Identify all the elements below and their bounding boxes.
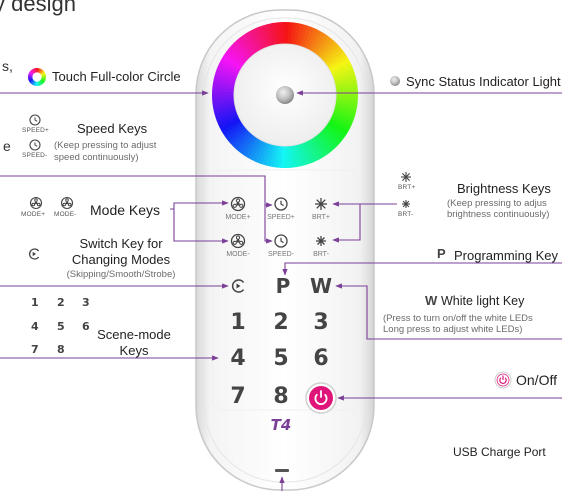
speed-keys-title: Speed Keys	[77, 121, 148, 136]
brightness-keys-note: (Keep pressing to adjus	[447, 198, 547, 209]
programming-legend-letter: P	[437, 246, 446, 261]
scene-keys-title: Keys	[119, 343, 149, 358]
white-key-title: White light Key	[441, 294, 525, 308]
scene-key-4[interactable]: 4	[230, 346, 246, 371]
scene-key-7[interactable]: 7	[230, 384, 246, 409]
brt-minus-label: BRT-	[313, 251, 329, 258]
scene-legend-digit: 2	[57, 296, 65, 309]
brt-legend-minus-icon	[402, 200, 410, 208]
header-fragment: s,	[2, 58, 13, 74]
mode-minus-icon[interactable]	[230, 233, 246, 249]
sync-legend-icon	[390, 76, 400, 86]
switch-key-note: (Skipping/Smooth/Strobe)	[66, 269, 176, 280]
white-key-note: Long press to adjust white LEDs)	[383, 324, 523, 335]
brt-plus-icon[interactable]	[315, 198, 327, 210]
switch-key-title: Switch Key for	[79, 236, 163, 251]
mode-legend-minus-label: MODE-	[54, 211, 77, 218]
speed-keys-note: speed continuously)	[54, 152, 139, 163]
scene-key-1[interactable]: 1	[230, 310, 246, 335]
white-key-note: (Press to turn on/off the white LEDs	[383, 313, 533, 324]
sync-indicator-light	[276, 86, 294, 104]
mode-keys-title: Mode Keys	[90, 202, 161, 218]
scene-keys-title: Scene-mode	[97, 327, 171, 342]
brightness-keys-title: Brightness Keys	[457, 181, 551, 196]
brt-minus-icon[interactable]	[316, 236, 326, 246]
scene-key-6[interactable]: 6	[313, 346, 329, 371]
switch-key-title: Changing Modes	[71, 252, 171, 267]
speed-legend-minus-icon	[29, 139, 41, 151]
scene-legend-digit: 7	[31, 343, 39, 356]
white-key[interactable]: W	[309, 274, 333, 298]
brt-legend-plus-label: BRT+	[398, 184, 416, 191]
speed-keys-note: (Keep pressing to adjust	[54, 140, 157, 151]
speed-minus-icon[interactable]	[274, 234, 288, 248]
programming-key[interactable]: P	[275, 274, 291, 298]
scene-legend-digit: 5	[57, 320, 65, 333]
onoff-label: On/Off	[516, 372, 557, 388]
switch-legend-icon	[28, 248, 40, 260]
scene-legend-digit: 6	[82, 320, 90, 333]
brt-plus-label: BRT+	[312, 214, 330, 221]
speed-minus-label: SPEED-	[267, 251, 295, 258]
onoff-legend-icon	[494, 371, 512, 389]
callout-lines	[0, 90, 562, 491]
header-fragment: e	[3, 138, 11, 154]
brightness-keys-note: brightness continuously)	[447, 209, 550, 220]
speed-plus-icon[interactable]	[274, 197, 288, 211]
scene-key-8[interactable]: 8	[273, 384, 289, 409]
scene-key-2[interactable]: 2	[273, 310, 289, 335]
switch-key-icon[interactable]	[231, 279, 245, 293]
programming-key-title: Programming Key	[454, 248, 559, 263]
mode-plus-icon[interactable]	[230, 196, 246, 212]
scene-legend-digit: 8	[57, 343, 65, 356]
mode-legend-plus-icon	[29, 196, 43, 210]
usb-port	[275, 469, 289, 472]
scene-legend-digit: 4	[31, 320, 39, 333]
sync-light-label: Sync Status Indicator Light	[406, 74, 561, 89]
model-logo: T4	[270, 416, 292, 434]
speed-legend-plus-label: SPEED+	[22, 127, 50, 134]
mode-plus-label: MODE+	[225, 214, 251, 221]
power-button[interactable]	[305, 382, 337, 414]
scene-legend-digit: 3	[82, 296, 90, 309]
brt-legend-minus-label: BRT-	[398, 211, 414, 218]
usb-port-label: USB Charge Port	[453, 445, 546, 459]
touch-circle-label: Touch Full-color Circle	[52, 69, 181, 84]
touch-circle-legend-icon	[28, 68, 46, 86]
speed-legend-plus-icon	[29, 114, 41, 126]
color-wheel[interactable]	[211, 21, 358, 168]
speed-plus-label: SPEED+	[267, 214, 295, 221]
header-fragment: y design	[0, 0, 76, 16]
mode-minus-label: MODE-	[226, 251, 250, 258]
mode-legend-minus-icon	[60, 196, 74, 210]
brt-legend-plus-icon	[401, 172, 411, 182]
white-legend-letter: W	[425, 293, 438, 308]
scene-key-3[interactable]: 3	[313, 310, 329, 335]
speed-legend-minus-label: SPEED-	[22, 152, 48, 159]
scene-key-5[interactable]: 5	[273, 346, 289, 371]
scene-legend-digit: 1	[31, 296, 39, 309]
mode-legend-plus-label: MODE+	[21, 211, 46, 218]
